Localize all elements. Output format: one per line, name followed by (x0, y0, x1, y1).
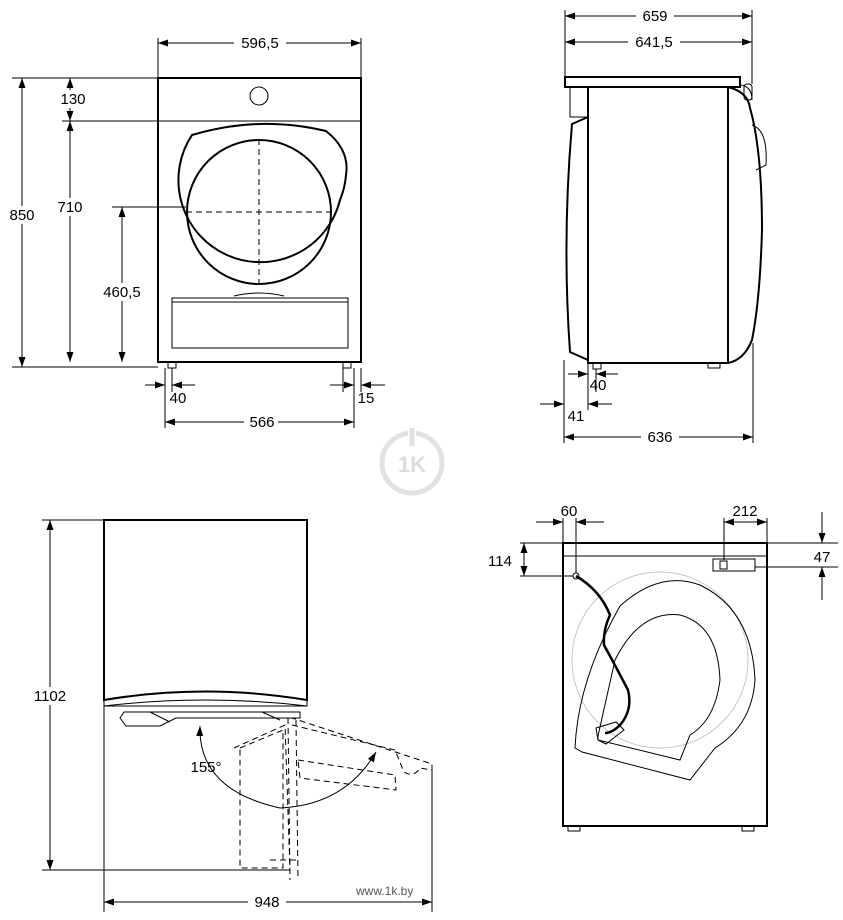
open-body (103, 519, 308, 702)
back-bracket-connector (719, 560, 728, 570)
back-right-foot (741, 825, 755, 832)
dim-back-bracket-width: 212 (732, 503, 757, 520)
dim-open-depth: 948 (254, 894, 279, 911)
dim-back-bracket-height: 47 (814, 549, 831, 566)
dim-front-foot-offset: 40 (170, 390, 187, 407)
control-knob-icon (249, 86, 269, 106)
dim-front-total-height: 850 (9, 207, 34, 224)
back-body (562, 542, 768, 827)
side-knob (743, 83, 753, 101)
dim-side-top-depth: 641,5 (635, 34, 673, 51)
dim-open-angle: 155° (190, 759, 221, 776)
dim-side-foot-offset: 40 (590, 377, 607, 394)
dim-open-height: 1102 (34, 688, 66, 705)
side-top-plate (564, 76, 741, 88)
dim-front-right-foot-offset: 15 (358, 390, 375, 407)
side-front-foot (707, 362, 721, 369)
dim-side-rear-offset: 41 (568, 408, 585, 425)
drain-hose (575, 574, 631, 735)
watermark-logo-text: 1K (398, 452, 426, 477)
watermark-logo: 1K (379, 426, 445, 496)
back-left-foot (567, 825, 581, 832)
dim-back-hose-offset: 60 (561, 503, 578, 520)
dim-front-door-height: 710 (57, 199, 82, 216)
side-rear-panel (565, 116, 589, 361)
open-door-dashed-1 (239, 729, 284, 869)
back-panel-outline (574, 580, 756, 781)
door-ring (177, 122, 348, 264)
watermark-text: www.1k.by (355, 884, 413, 898)
side-door-handle (751, 124, 767, 171)
filter-handle (233, 292, 285, 297)
hose-clip (595, 721, 625, 745)
dim-front-width: 596,5 (241, 35, 279, 52)
back-bracket (712, 558, 756, 572)
front-view: 596,5 850 130 710 460,5 40 (4, 34, 385, 431)
side-view: 659 641,5 40 41 636 (540, 7, 767, 446)
front-body (157, 77, 362, 363)
side-body (587, 86, 729, 364)
swing-arc (196, 725, 377, 809)
back-view: 60 114 212 47 (488, 503, 838, 832)
dim-side-total-depth: 659 (642, 8, 667, 25)
filter-panel (171, 297, 349, 349)
open-door-view: 155° 1102 948 (28, 519, 433, 912)
open-hinge (119, 711, 301, 727)
side-door-profile (727, 86, 764, 364)
side-rear-foot (592, 362, 602, 370)
dim-front-top-panel: 130 (60, 91, 85, 108)
dim-side-body-depth: 636 (647, 429, 672, 446)
dim-back-top-to-hose: 114 (488, 553, 512, 570)
back-drum-shadow (571, 571, 749, 749)
front-right-foot (342, 361, 352, 369)
open-door-dashed-2 (291, 717, 433, 775)
side-rear-connector (569, 86, 589, 118)
dim-front-foot-span: 566 (249, 414, 274, 431)
dim-front-door-center: 460,5 (103, 284, 141, 301)
back-panel-hole (597, 614, 721, 761)
